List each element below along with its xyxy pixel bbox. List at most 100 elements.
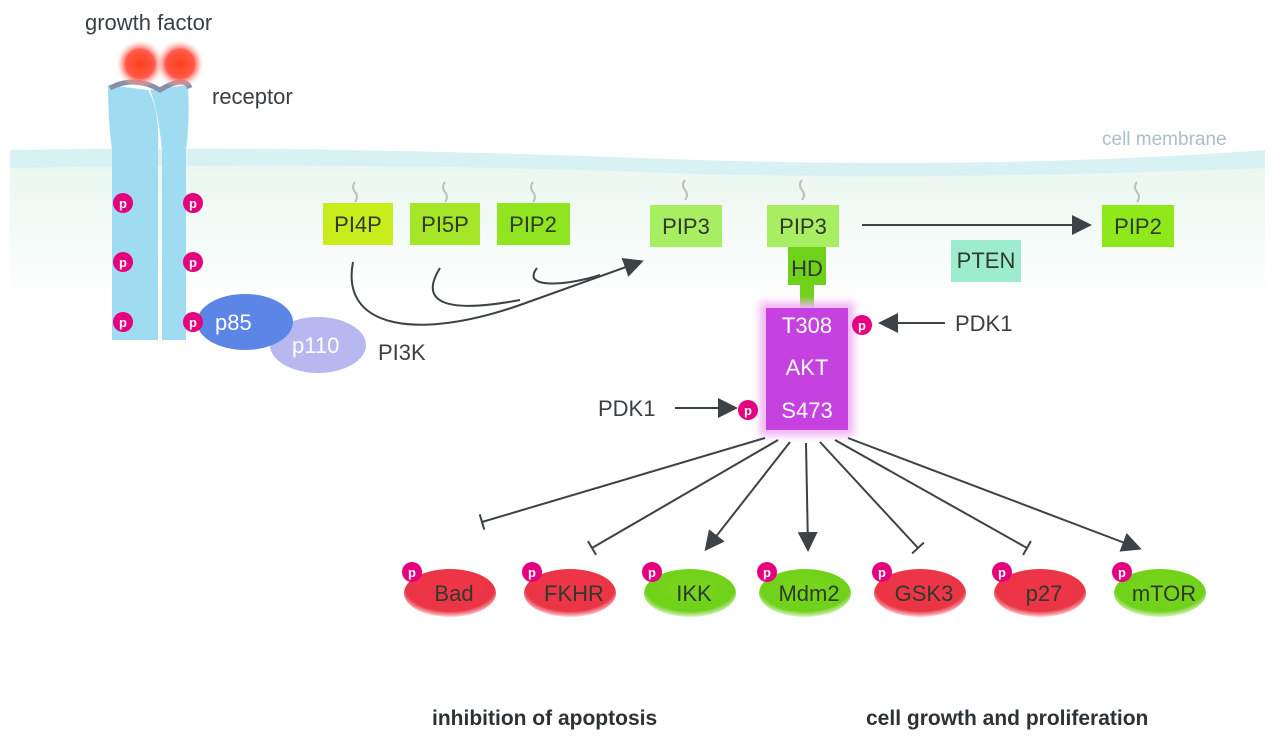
- target-gsk3: GSK3 p: [819, 441, 966, 617]
- pten-box: [951, 240, 1021, 282]
- target-label: IKK: [676, 581, 712, 606]
- svg-text:p: p: [119, 196, 127, 211]
- lipid-box-pip3-akt: [767, 205, 839, 247]
- inhibition-bar: [1022, 540, 1032, 556]
- target-label: Mdm2: [778, 581, 839, 606]
- phospho-badge: p: [183, 193, 203, 213]
- svg-text:p: p: [119, 315, 127, 330]
- target-mtor: mTOR p: [847, 437, 1206, 617]
- target-label: mTOR: [1132, 581, 1196, 606]
- lipid-box-pip3: [650, 205, 722, 247]
- target-oval: [404, 569, 496, 617]
- phospho-badge-t308: p: [852, 315, 872, 335]
- inhibition-line: [591, 439, 779, 549]
- target-oval: [759, 569, 851, 617]
- phospho-badge: p: [113, 312, 133, 332]
- inhibition-bar: [478, 514, 486, 530]
- inhibition-line: [481, 437, 766, 523]
- lipid-label: PIP2: [509, 212, 557, 237]
- inhibition-bar: [587, 540, 597, 556]
- phospho-badge: p: [113, 252, 133, 272]
- phospho-badge-s473: p: [738, 400, 758, 420]
- phospho-label: p: [408, 565, 416, 580]
- lipid-label: PI4P: [334, 212, 382, 237]
- target-label: FKHR: [544, 581, 604, 606]
- pi3k-conversion-arrows: [350, 257, 644, 326]
- cell-membrane-label: cell membrane: [1102, 129, 1227, 150]
- svg-text:p: p: [744, 403, 752, 418]
- activation-arrow: [797, 442, 818, 552]
- receptor-left-chain: [108, 85, 159, 340]
- akt-s473-label: S473: [781, 398, 832, 423]
- lipid-label: PI5P: [421, 212, 469, 237]
- svg-text:p: p: [189, 315, 197, 330]
- phospho-badge: p: [113, 193, 133, 213]
- svg-text:p: p: [119, 255, 127, 270]
- target-oval: [874, 569, 966, 617]
- svg-text:p: p: [189, 255, 197, 270]
- pi3k-label: PI3K: [378, 340, 426, 365]
- target-bad: Bad p: [402, 437, 766, 617]
- target-label: Bad: [434, 581, 473, 606]
- target-mdm2: Mdm2 p: [757, 442, 851, 617]
- target-label: GSK3: [895, 581, 954, 606]
- receptor-label: receptor: [212, 84, 293, 109]
- akt-box: [766, 308, 848, 430]
- p110-label: p110: [292, 333, 339, 358]
- p85-subunit: [197, 294, 293, 350]
- growth-factor-ligand: [156, 40, 204, 88]
- pdk1-label: PDK1: [955, 311, 1012, 336]
- phospho-badge: [522, 562, 542, 582]
- inhibition-line: [819, 441, 919, 549]
- target-oval: [644, 569, 736, 617]
- target-p27: p27 p: [834, 439, 1086, 617]
- phospho-badge: p: [183, 312, 203, 332]
- target-oval: [524, 569, 616, 617]
- pten-label: PTEN: [957, 248, 1016, 273]
- phospho-badge: [642, 562, 662, 582]
- phospho-badge: [402, 562, 422, 582]
- phospho-label: p: [878, 565, 886, 580]
- growth-factor-label: growth factor: [85, 10, 212, 35]
- svg-text:p: p: [858, 318, 866, 333]
- lipid-box-pip2-right: [1102, 205, 1174, 247]
- svg-text:p: p: [189, 196, 197, 211]
- phospho-badge: [872, 562, 892, 582]
- phospho-label: p: [648, 565, 656, 580]
- target-label: p27: [1026, 581, 1063, 606]
- outcome-apoptosis-label: inhibition of apoptosis: [432, 707, 657, 730]
- inhibition-line: [834, 439, 1028, 549]
- target-ikk: IKK p: [642, 441, 791, 617]
- lipid-box-pip2: [497, 203, 570, 245]
- phospho-label: p: [763, 565, 771, 580]
- akt-t308-label: T308: [782, 313, 832, 338]
- target-fkhr: FKHR p: [522, 439, 779, 617]
- cell-membrane: [10, 148, 1265, 177]
- p110-subunit: [270, 317, 366, 373]
- activation-arrow: [847, 437, 1142, 552]
- lipid-box-pi5p: [410, 203, 480, 245]
- inhibition-bar: [911, 541, 925, 555]
- phospho-badge: [992, 562, 1012, 582]
- phospho-label: p: [1118, 565, 1126, 580]
- phospho-badge: p: [183, 252, 203, 272]
- p85-label: p85: [215, 310, 252, 335]
- phospho-label: p: [528, 565, 536, 580]
- phospho-label: p: [998, 565, 1006, 580]
- pdk1-label: PDK1: [598, 396, 655, 421]
- cytoplasm-region: [10, 165, 1265, 305]
- akt-label: AKT: [786, 355, 829, 380]
- lipid-label: PIP3: [662, 214, 710, 239]
- growth-factor-ligand: [116, 40, 164, 88]
- phospho-badge: [757, 562, 777, 582]
- target-oval: [1114, 569, 1206, 617]
- hd-label: HD: [791, 256, 823, 281]
- outcome-growth-label: cell growth and proliferation: [866, 707, 1148, 730]
- target-oval: [994, 569, 1086, 617]
- lipid-label: PIP3: [779, 214, 827, 239]
- receptor-phospho-sites: p p p p p: [113, 193, 203, 332]
- lipid-tails: [352, 179, 1140, 203]
